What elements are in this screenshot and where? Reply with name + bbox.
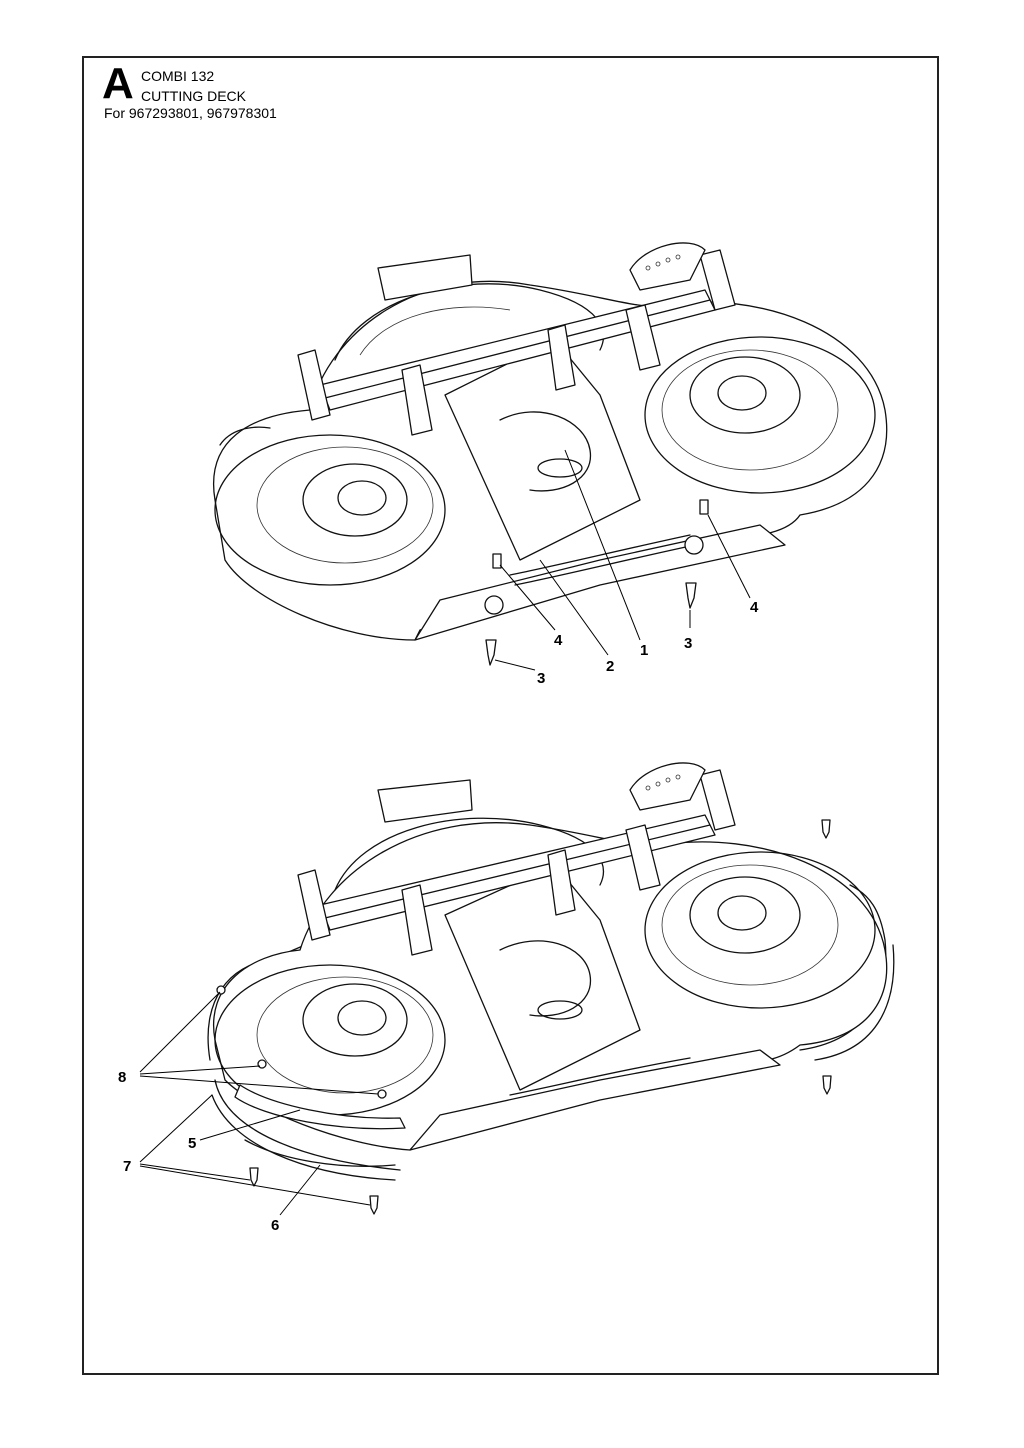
callout-7: 7 — [123, 1158, 131, 1175]
applicable-models: For 967293801, 967978301 — [104, 105, 277, 121]
callout-8: 8 — [118, 1069, 126, 1086]
page-frame — [82, 56, 939, 1375]
callout-5: 5 — [188, 1135, 196, 1152]
callout-1: 1 — [640, 642, 648, 659]
cutting-deck-assembly-bottom — [207, 762, 895, 1215]
callout-3b: 3 — [684, 635, 692, 652]
page-title: CUTTING DECK — [141, 88, 246, 104]
callout-2: 2 — [606, 658, 614, 675]
callout-6: 6 — [271, 1217, 279, 1234]
cutting-deck-assembly-top — [213, 242, 888, 666]
callout-4b: 4 — [750, 599, 759, 616]
callout-4a: 4 — [554, 632, 563, 649]
section-letter: A — [102, 59, 134, 108]
callout-3a: 3 — [537, 670, 545, 687]
model-name: COMBI 132 — [141, 68, 215, 84]
